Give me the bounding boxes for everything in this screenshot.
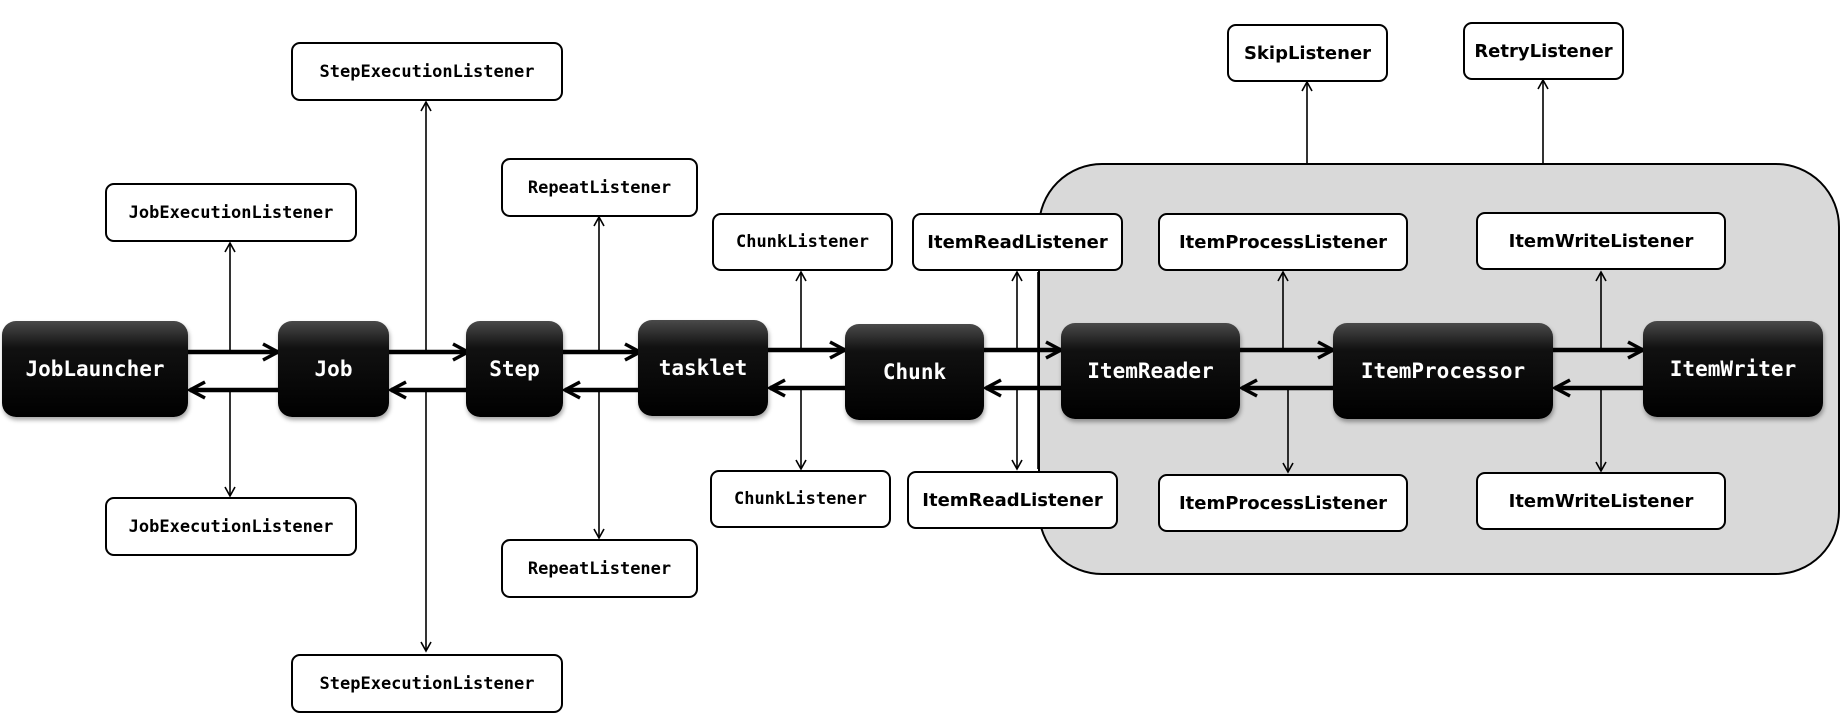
chunk-listener-top: ChunkListener: [712, 213, 893, 271]
chunk-node: Chunk: [845, 324, 984, 420]
return-flow-arrows: [190, 388, 1643, 390]
job-launcher-node: JobLauncher: [2, 321, 188, 417]
item-processor-node: ItemProcessor: [1333, 323, 1553, 419]
item-write-listener-bottom: ItemWriteListener: [1476, 472, 1726, 530]
chunk-listener-bottom: ChunkListener: [710, 470, 891, 528]
step-execution-listener-bottom: StepExecutionListener: [291, 654, 563, 713]
repeat-listener-bottom: RepeatListener: [501, 539, 698, 598]
skip-listener: SkipListener: [1227, 24, 1388, 82]
tasklet-node: tasklet: [638, 320, 768, 416]
retry-listener: RetryListener: [1463, 22, 1624, 80]
job-execution-listener-bottom: JobExecutionListener: [105, 497, 357, 556]
item-write-listener-top: ItemWriteListener: [1476, 212, 1726, 270]
job-node: Job: [278, 321, 389, 417]
forward-flow-arrows: [188, 350, 1643, 352]
item-read-listener-top: ItemReadListener: [912, 213, 1123, 271]
step-node: Step: [466, 321, 563, 417]
job-execution-listener-top: JobExecutionListener: [105, 183, 357, 242]
item-reader-node: ItemReader: [1061, 323, 1240, 419]
listener-connectors: [224, 78, 1607, 653]
item-writer-node: ItemWriter: [1643, 321, 1823, 417]
step-execution-listener-top: StepExecutionListener: [291, 42, 563, 101]
repeat-listener-top: RepeatListener: [501, 158, 698, 217]
item-process-listener-top: ItemProcessListener: [1158, 213, 1408, 271]
item-read-listener-bottom: ItemReadListener: [907, 471, 1118, 529]
item-process-listener-bottom: ItemProcessListener: [1158, 474, 1408, 532]
